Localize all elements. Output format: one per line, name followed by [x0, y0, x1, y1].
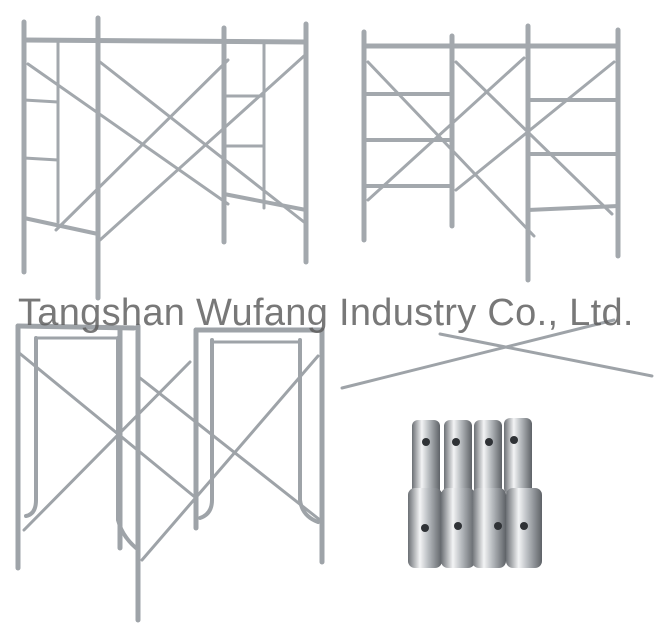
joint-pins: [408, 418, 542, 568]
frame-set-bottom-left: [15, 323, 325, 623]
cross-brace-pair: [340, 318, 654, 390]
frame-top-right: [361, 23, 621, 283]
watermark-company-name: Tangshan Wufang Industry Co., Ltd.: [18, 292, 634, 334]
frame-top-left: [21, 15, 309, 301]
